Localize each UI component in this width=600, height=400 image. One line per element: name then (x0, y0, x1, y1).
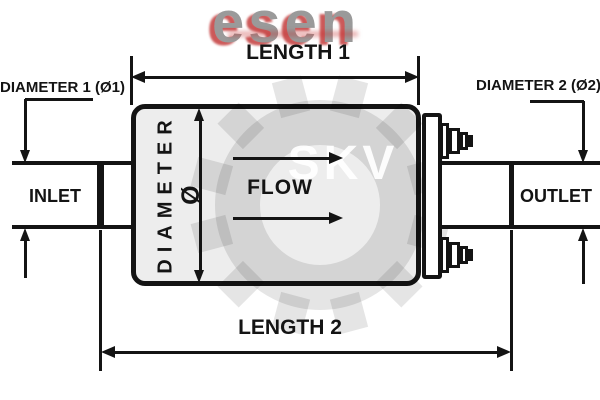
esen-logo-text: esen (212, 0, 361, 55)
esen-logo-red-shadow: esen (207, 0, 356, 58)
diameter-axis-label: DIAMETER (154, 113, 177, 274)
flow-arrow-bottom-line (233, 217, 330, 220)
length2-arrowhead-right-icon (497, 346, 511, 358)
length1-label: LENGTH 1 (246, 41, 350, 64)
diameter-arrowhead-down-icon (194, 270, 204, 283)
terminal-top-tip (467, 135, 473, 147)
diameter2-arrowhead-up-icon (578, 228, 588, 241)
terminal-bottom-nut (449, 242, 460, 268)
diameter-arrowhead-up-icon (194, 108, 204, 121)
length2-arrowhead-left-icon (101, 346, 115, 358)
length1-arrowhead-right-icon (405, 71, 419, 83)
flow-arrowhead-top-icon (329, 152, 343, 164)
inlet-tube-bottom-edge (12, 225, 133, 229)
diameter-dim-line-vertical (199, 120, 202, 270)
diameter1-label: DIAMETER 1 (Ø1) (0, 79, 126, 96)
flow-label: FLOW (247, 176, 313, 199)
outlet-tube-bottom-edge (438, 225, 600, 229)
length2-dim-line (107, 351, 505, 354)
terminal-top-flange (440, 123, 449, 159)
flow-arrowhead-bottom-icon (329, 212, 343, 224)
diameter1-arrowhead-down-icon (20, 150, 30, 163)
length1-dim-line (137, 76, 413, 79)
outlet-tube-top-edge (438, 161, 600, 165)
inlet-label: INLET (29, 186, 81, 206)
terminal-bottom-shaft (460, 246, 468, 264)
diameter2-arrowhead-down-icon (578, 150, 588, 163)
terminal-top-nut (449, 128, 460, 154)
length1-arrowhead-left-icon (131, 71, 145, 83)
end-cap (422, 113, 442, 279)
flow-arrow-top-line (233, 157, 330, 160)
diameter2-leader-line (530, 100, 584, 103)
diameter1-leader-line (25, 98, 93, 101)
length2-extension-left (99, 230, 102, 371)
length2-extension-right (510, 230, 513, 371)
outlet-tube-end-seam (509, 161, 514, 229)
inlet-tube-seam (97, 161, 104, 229)
terminal-bottom-tip (467, 249, 473, 261)
terminal-bottom-flange (440, 237, 449, 273)
diameter2-label: DIAMETER 2 (Ø2) (476, 77, 600, 94)
diameter1-dim-line-upper (24, 99, 27, 151)
diameter1-dim-line-lower (24, 240, 27, 278)
esen-logo-red-accent (228, 31, 358, 37)
diameter1-arrowhead-up-icon (20, 228, 30, 241)
terminal-top-shaft (460, 132, 468, 150)
outlet-label: OUTLET (520, 186, 592, 206)
length2-label: LENGTH 2 (238, 316, 342, 339)
inlet-tube-top-edge (12, 161, 133, 165)
outlet-tube-fill (438, 165, 598, 225)
diameter2-dim-line-upper (582, 101, 585, 151)
diameter2-dim-line-lower (582, 240, 585, 284)
